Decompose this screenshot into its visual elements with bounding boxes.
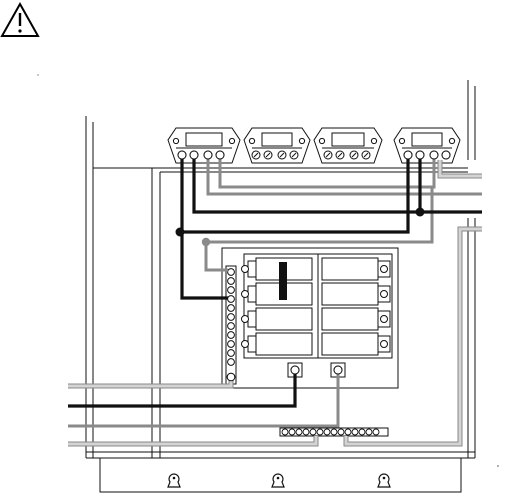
warning-triangle-icon: [2, 4, 38, 36]
breaker: [322, 333, 378, 355]
keyhole-slot-left: [168, 474, 180, 487]
breaker: [322, 283, 378, 305]
breaker-tab: [248, 311, 256, 327]
breaker-tab: [248, 286, 256, 302]
keyhole-slot-middle: [272, 474, 284, 487]
connector-block-4: [394, 128, 460, 163]
edge-mark: [497, 465, 499, 467]
neutral-bar: [280, 428, 388, 436]
connector-block-3: [314, 128, 382, 163]
keyhole-centers: [173, 477, 386, 480]
keyhole-slots: [168, 474, 390, 487]
keyhole-slot-right: [378, 474, 390, 487]
breaker-tab: [248, 336, 256, 352]
breaker: [256, 308, 312, 330]
breaker: [322, 308, 378, 330]
breaker-tab: [248, 261, 256, 277]
breaker: [256, 333, 312, 355]
main-breaker-handle: [279, 262, 287, 300]
bus-bar-left: [226, 266, 236, 384]
breaker: [322, 258, 378, 280]
stray-dot: [37, 74, 38, 75]
